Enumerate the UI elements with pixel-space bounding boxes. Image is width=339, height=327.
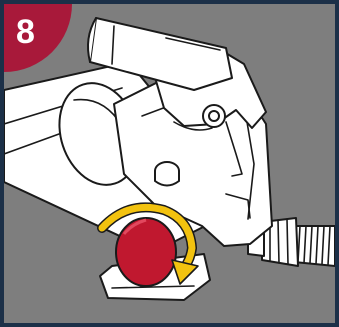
step-badge	[4, 4, 72, 72]
clockwise-rotation-arrow-icon	[97, 202, 199, 285]
step-number: 8	[16, 13, 35, 51]
hose-fitting	[247, 217, 299, 267]
release-valve-knob-icon	[115, 217, 177, 287]
pump-handle	[87, 17, 233, 91]
fill-screw	[154, 161, 180, 187]
hydraulic-hose	[293, 225, 335, 267]
hydraulic-pump-illustration	[4, 4, 335, 323]
